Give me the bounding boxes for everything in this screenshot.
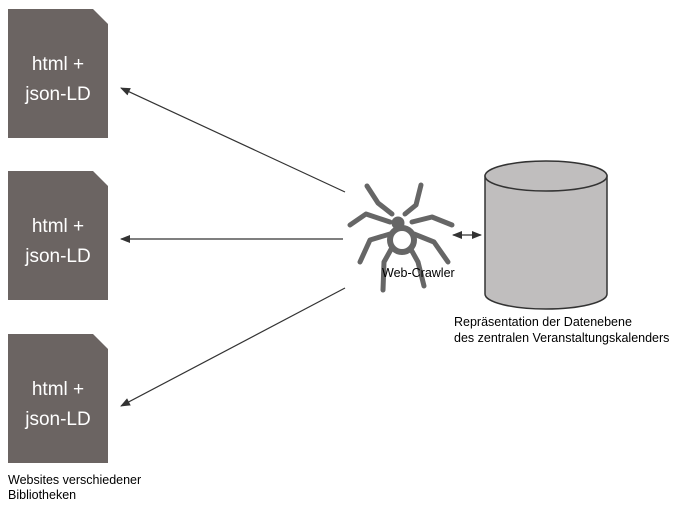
arrow-to-document-1 — [120, 87, 346, 193]
documents-caption-line1: Websites verschiedener — [8, 473, 141, 487]
documents-caption-line2: Bibliotheken — [8, 488, 76, 502]
website-document-2: html + json-LD — [8, 171, 108, 300]
website-document-1: html + json-LD — [8, 9, 108, 138]
document-label-line2: json-LD — [24, 84, 90, 105]
document-label-line1: html + — [32, 54, 84, 75]
database-caption-line1: Repräsentation der Datenebene — [454, 315, 632, 329]
document-label-line1: html + — [32, 379, 84, 400]
document-icon — [8, 334, 108, 463]
database-caption-line2: des zentralen Veranstaltungskalenders — [454, 331, 669, 345]
document-label-line2: json-LD — [24, 409, 90, 430]
document-label-line1: html + — [32, 216, 84, 237]
website-document-3: html + json-LD — [8, 334, 108, 463]
database-cylinder-icon — [484, 160, 608, 310]
document-label-line2: json-LD — [24, 246, 90, 267]
document-icon — [8, 171, 108, 300]
arrow-to-document-3 — [120, 287, 346, 407]
spider-icon — [347, 182, 455, 293]
crawler-label: Web-Crawler — [382, 266, 455, 280]
document-icon — [8, 9, 108, 138]
